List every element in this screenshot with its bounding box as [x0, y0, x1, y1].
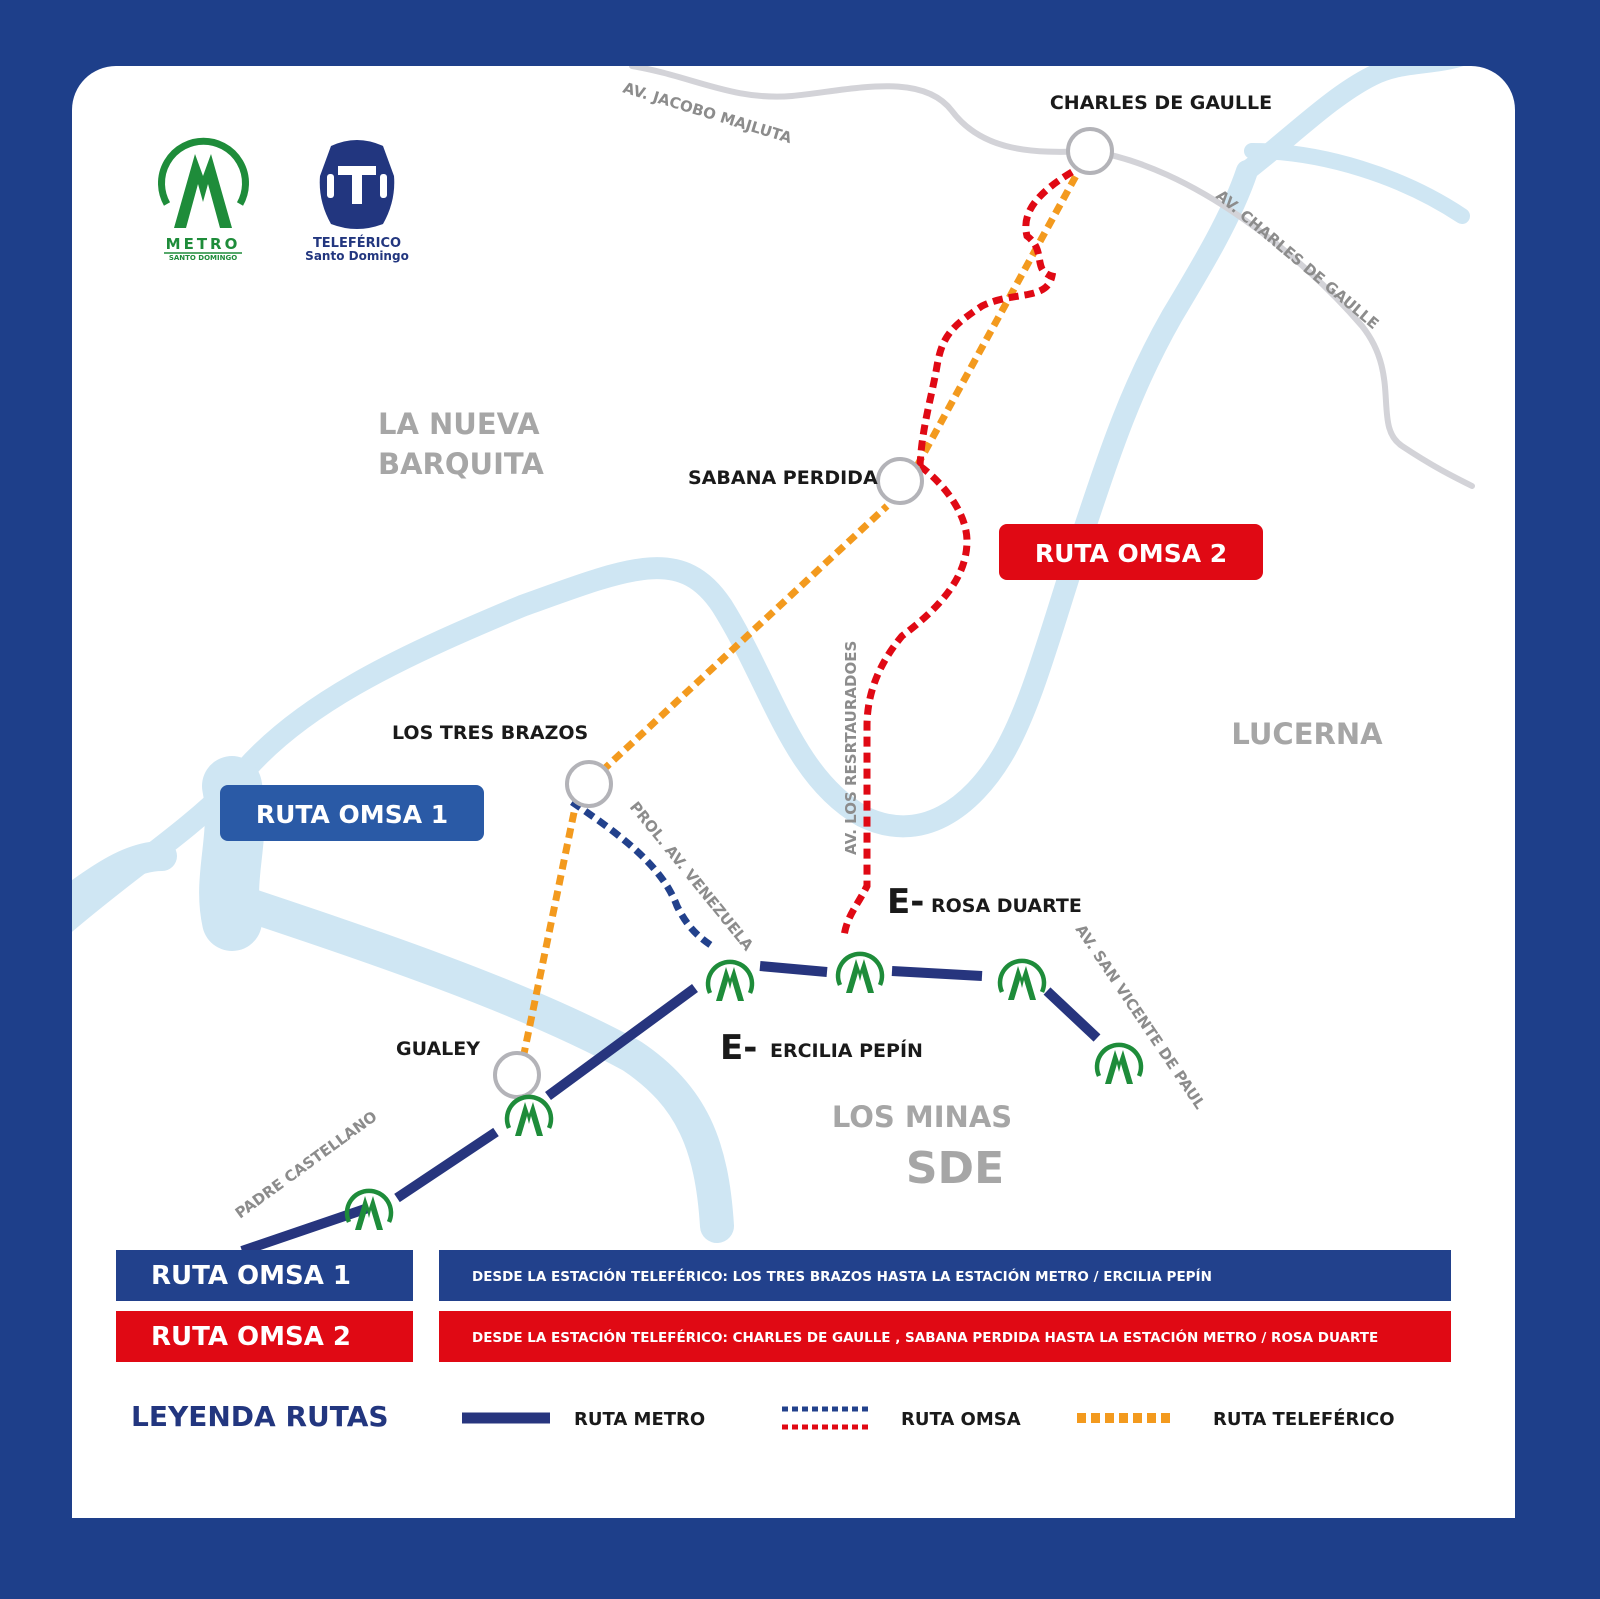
legend-teleferico-label: RUTA TELEFÉRICO	[1213, 1408, 1395, 1430]
omsa2-route	[840, 168, 1074, 937]
area-label-sde: SDE	[906, 1143, 1004, 1194]
station-sabana-perdida[interactable]	[876, 457, 924, 505]
teleferico-logo-icon	[319, 140, 395, 229]
area-label-barquita: BARQUITA	[378, 447, 544, 481]
metro-label-rosa: ROSA DUARTE	[931, 895, 1082, 917]
station-gualey[interactable]	[493, 1051, 541, 1099]
badge-omsa1[interactable]: RUTA OMSA 1	[220, 785, 484, 841]
metro-prefix-rosa: E-	[887, 882, 924, 922]
route-map[interactable]: AV. JACOBO MAJLUTA AV. CHARLES DE GAULLE…	[72, 66, 1515, 1518]
station-label-gualey: GUALEY	[396, 1038, 480, 1060]
map-card: AV. JACOBO MAJLUTA AV. CHARLES DE GAULLE…	[72, 66, 1515, 1518]
river	[72, 66, 1470, 1243]
route-table-omsa1-desc: DESDE LA ESTACIÓN TELEFÉRICO: LOS TRES B…	[472, 1267, 1212, 1285]
teleferico-logo: TELEFÉRICO Santo Domingo	[305, 140, 409, 263]
badge-omsa2-label: RUTA OMSA 2	[1035, 539, 1227, 568]
route-table-omsa1: RUTA OMSA 1 DESDE LA ESTACIÓN TELEFÉRICO…	[116, 1250, 1451, 1301]
station-charles-de-gaulle[interactable]	[1066, 127, 1114, 175]
teleferico-stations	[493, 127, 1114, 1099]
legend-title: LEYENDA RUTAS	[131, 1400, 389, 1433]
badge-omsa2[interactable]: RUTA OMSA 2	[999, 524, 1263, 580]
street-label-charles: AV. CHARLES DE GAULLE	[1212, 186, 1382, 333]
area-label-lucerna: LUCERNA	[1231, 717, 1383, 751]
street-label-jacobo: AV. JACOBO MAJLUTA	[621, 79, 795, 148]
teleferico-logo-text: TELEFÉRICO	[313, 235, 401, 251]
metro-station-rosa-duarte[interactable]	[838, 954, 882, 993]
route-table-omsa1-title: RUTA OMSA 1	[151, 1261, 351, 1291]
metro-label-ercilia: ERCILIA PEPÍN	[770, 1039, 923, 1062]
metro-station-east-1[interactable]	[1000, 961, 1044, 1000]
metro-logo: METRO SANTO DOMINGO	[158, 137, 249, 262]
badge-omsa1-label: RUTA OMSA 1	[256, 800, 448, 829]
metro-station-east-2[interactable]	[1097, 1045, 1141, 1084]
station-label-charles: CHARLES DE GAULLE	[1050, 92, 1272, 114]
street-label-san-vicente: AV. SAN VICENTE DE PAUL	[1072, 921, 1209, 1113]
station-label-tres-brazos: LOS TRES BRAZOS	[392, 722, 588, 744]
route-table-omsa2: RUTA OMSA 2 DESDE LA ESTACIÓN TELEFÉRICO…	[116, 1311, 1451, 1362]
area-label-los-minas: LOS MINAS	[832, 1100, 1012, 1134]
metro-station-ercilia-pepin[interactable]	[708, 962, 752, 1001]
metro-line	[240, 961, 1101, 1256]
legend-omsa-label: RUTA OMSA	[901, 1409, 1021, 1430]
area-label-nueva: LA NUEVA	[378, 407, 540, 441]
street-label-castellano: PADRE CASTELLANO	[232, 1107, 381, 1222]
metro-logo-text: METRO	[166, 235, 241, 253]
street-label-restauradores: AV. LOS RESRTAURADOES	[842, 641, 860, 855]
legend: LEYENDA RUTAS RUTA METRO RUTA OMSA RUTA …	[131, 1400, 1395, 1433]
station-label-sabana: SABANA PERDIDA	[688, 467, 878, 489]
teleferico-logo-subtext: Santo Domingo	[305, 249, 409, 263]
route-table-omsa2-title: RUTA OMSA 2	[151, 1322, 351, 1352]
metro-prefix-ercilia: E-	[720, 1028, 757, 1068]
metro-logo-subtext: SANTO DOMINGO	[169, 254, 237, 262]
teleferico-route	[516, 172, 1081, 1074]
metro-logo-icon	[158, 137, 249, 228]
station-los-tres-brazos[interactable]	[565, 760, 613, 808]
route-table-omsa2-desc: DESDE LA ESTACIÓN TELEFÉRICO: CHARLES DE…	[472, 1328, 1378, 1346]
legend-metro-label: RUTA METRO	[574, 1409, 705, 1430]
omsa1-route	[570, 799, 714, 949]
metro-station-gualey[interactable]	[507, 1097, 551, 1136]
